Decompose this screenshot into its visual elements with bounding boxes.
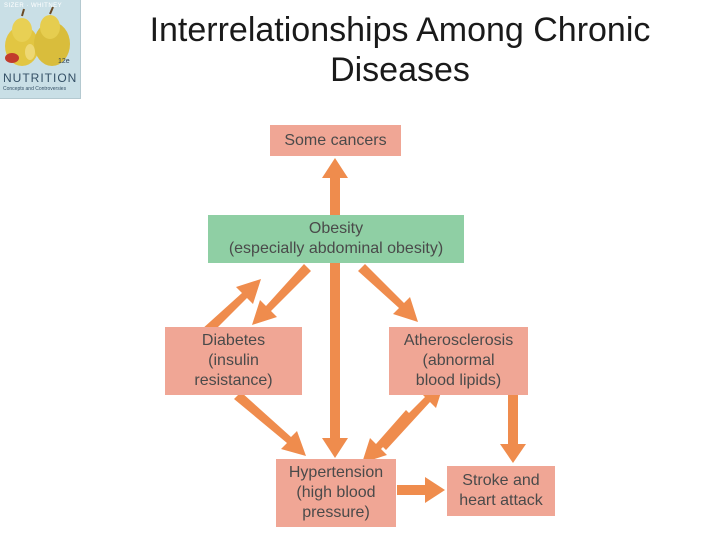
arrow-obesity-to-atherosclerosis	[358, 264, 418, 322]
diabetes-sublabel-1: (insulin	[208, 352, 259, 369]
book-title: NUTRITION	[3, 71, 78, 85]
hypertension-sublabel-2: pressure)	[302, 504, 370, 521]
arrow-diabetes-to-hypertension	[234, 392, 306, 456]
atherosclerosis-sublabel-1: (abnormal	[422, 352, 495, 369]
box-diabetes: Diabetes (insulin resistance)	[165, 327, 302, 395]
pears-illustration	[5, 6, 70, 66]
arrow-atherosclerosis-to-stroke	[500, 395, 526, 463]
diabetes-label: Diabetes	[201, 332, 266, 349]
obesity-sublabel: (especially abdominal obesity)	[228, 240, 444, 257]
stroke-label-2: heart attack	[459, 492, 543, 509]
book-authors: SIZER · WHITNEY	[4, 3, 63, 9]
book-edition: 12e	[58, 58, 70, 65]
box-atherosclerosis: Atherosclerosis (abnormal blood lipids)	[389, 327, 528, 395]
slide-title-line-2: Diseases	[330, 51, 470, 89]
some-cancers-label: Some cancers	[284, 131, 387, 149]
obesity-label: Obesity	[308, 220, 364, 237]
box-some-cancers: Some cancers	[270, 125, 401, 156]
hypertension-label: Hypertension	[288, 464, 384, 481]
slide-title-line-1: Interrelationships Among Chronic	[149, 11, 651, 49]
textbook-cover-image: SIZER · WHITNEY 12e NUTRITION Concepts a…	[0, 0, 81, 99]
slide-title: Interrelationships Among Chronic Disease…	[90, 10, 710, 90]
diabetes-sublabel-2: resistance)	[194, 372, 273, 389]
atherosclerosis-sublabel-2: blood lipids)	[415, 372, 502, 389]
box-stroke-heart-attack: Stroke and heart attack	[447, 466, 555, 516]
arrow-diabetes-to-obesity	[201, 279, 261, 337]
atherosclerosis-label: Atherosclerosis	[403, 332, 514, 349]
arrow-obesity-to-cancers	[322, 158, 348, 216]
box-obesity: Obesity (especially abdominal obesity)	[208, 215, 464, 263]
book-subtitle: Concepts and Controversies	[3, 86, 67, 92]
hypertension-sublabel-1: (high blood	[296, 484, 376, 501]
arrow-obesity-to-hypertension	[322, 262, 348, 458]
arrow-obesity-to-diabetes	[252, 264, 311, 325]
arrow-hypertension-atherosclerosis-down	[362, 410, 413, 463]
arrow-hypertension-to-stroke	[397, 477, 445, 503]
box-hypertension: Hypertension (high blood pressure)	[276, 459, 396, 527]
stroke-label-1: Stroke and	[462, 472, 540, 489]
